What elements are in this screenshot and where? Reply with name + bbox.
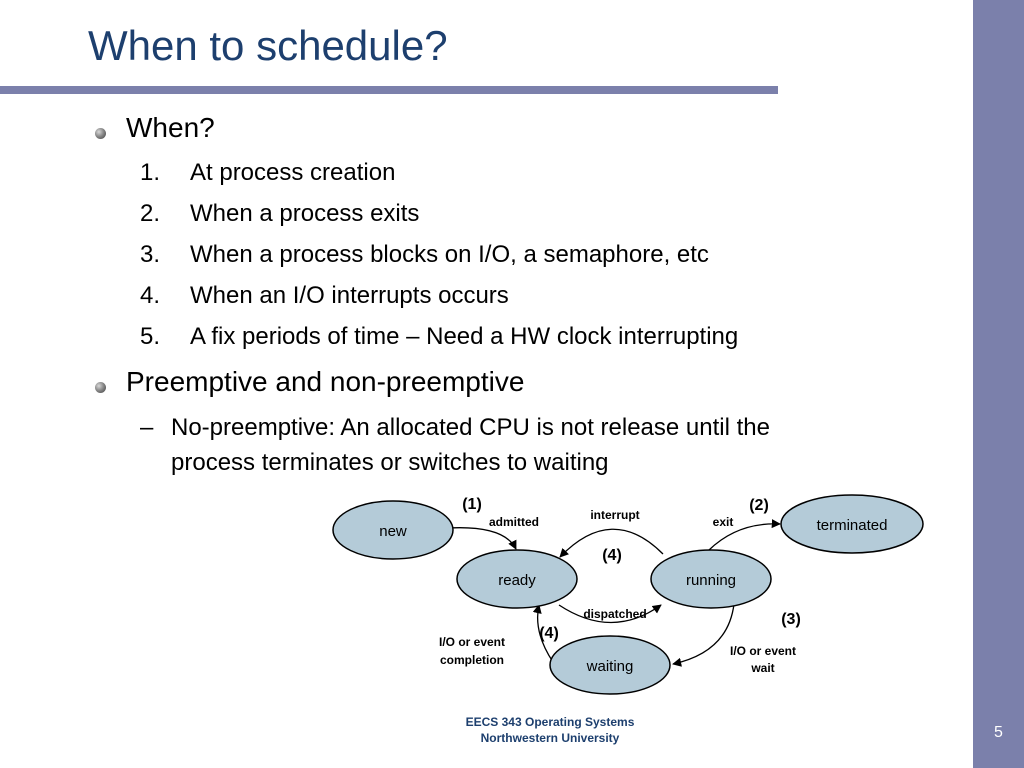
io-wait-label: I/O or event [730,644,796,658]
list-item: When a process blocks on I/O, a semaphor… [190,241,709,268]
list-number: 1. [140,159,161,186]
interrupt-arrow [559,528,664,558]
io-wait-arrow [672,603,735,667]
admitted-label: admitted [489,515,539,529]
io-wait-label: wait [750,661,774,675]
state-new-label: new [379,523,407,540]
state-ready-label: ready [498,572,536,589]
state-running [650,549,772,609]
footer: EECS 343 Operating Systems Northwestern … [440,714,660,746]
io-completion-arrow [532,604,554,663]
bullet-icon [95,382,106,393]
sub-bullet-dash: – [140,414,154,441]
bullet-preemptive: Preemptive and non-preemptive [126,366,525,397]
state-terminated-label: terminated [817,517,888,534]
list-item: At process creation [190,159,396,186]
footer-university: Northwestern University [480,731,620,745]
list-item: A fix periods of time – Need a HW clock … [190,323,739,350]
list-number: 4. [140,282,161,309]
title-underline [0,86,778,94]
bullet-when: When? [126,112,215,143]
admitted-arrow [447,527,517,550]
state-new [332,500,454,560]
state-terminated [780,494,924,554]
io-completion-label: completion [440,653,504,667]
marker-2: (2) [749,497,769,514]
side-accent-bar [973,0,1024,768]
list-item: When an I/O interrupts occurs [190,282,509,309]
state-ready [456,549,578,609]
list-item: When a process exits [190,200,420,227]
dispatched-label: dispatched [583,607,646,621]
marker-4-top: (4) [602,547,622,564]
slide-number: 5 [994,724,1003,741]
io-completion-label: I/O or event [439,635,505,649]
bullet-icon [95,128,106,139]
exit-arrow [708,519,781,551]
sub-bullet-line: process terminates or switches to waitin… [171,449,609,476]
dispatched-arrow [558,604,662,624]
list-number: 3. [140,241,161,268]
marker-3: (3) [781,611,801,628]
list-number: 2. [140,200,161,227]
marker-1: (1) [462,496,482,513]
marker-4-bottom: (4) [539,625,559,642]
footer-course: EECS 343 Operating Systems [465,715,635,729]
sub-bullet-line: No-preemptive: An allocated CPU is not r… [171,414,770,441]
exit-label: exit [713,515,734,529]
state-waiting-label: waiting [586,658,634,675]
list-number: 5. [140,323,161,350]
state-waiting [549,635,671,695]
slide-title: When to schedule? [88,22,448,69]
interrupt-label: interrupt [590,508,639,522]
state-running-label: running [686,572,736,589]
